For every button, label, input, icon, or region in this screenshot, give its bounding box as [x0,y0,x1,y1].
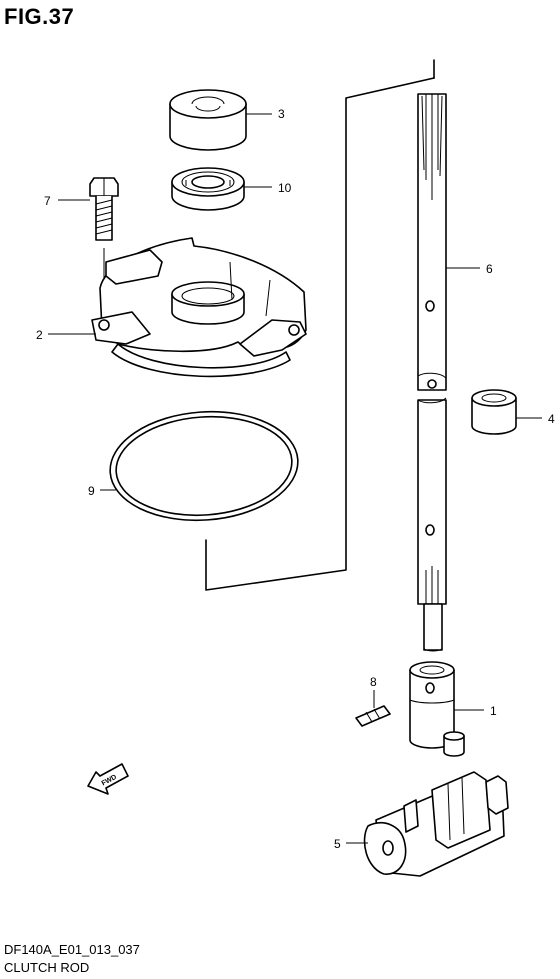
part-10-oil-seal [171,167,245,211]
callout-5: 5 [334,837,341,851]
section-name: CLUTCH ROD [4,960,90,975]
part-7-bolt [89,177,119,312]
assembly-bracket [205,59,435,591]
part-4-bushing [471,389,517,435]
callout-7: 7 [44,194,51,208]
leader-lines [48,113,542,844]
part-8-pin [355,705,391,727]
callout-10: 10 [278,181,292,195]
model-code: DF140A_E01_013_037 [4,942,140,957]
part-5-shifter [363,771,509,877]
callout-8: 8 [370,675,377,689]
part-1-rod-joint [409,661,465,757]
part-6-clutch-rod [417,93,447,652]
callout-2: 2 [36,328,43,342]
callout-6: 6 [486,262,493,276]
callout-4: 4 [548,412,555,426]
callout-3: 3 [278,107,285,121]
callout-9: 9 [88,484,95,498]
callout-1: 1 [490,704,497,718]
callout-numbers: 3 10 7 2 6 4 9 8 1 5 [36,107,555,851]
fwd-direction-arrow-icon: FWD [87,763,129,795]
part-3-bushing [169,89,247,151]
figure-title: FIG.37 [4,4,75,29]
part-9-o-ring [109,410,299,522]
part-2-cover [91,237,307,378]
